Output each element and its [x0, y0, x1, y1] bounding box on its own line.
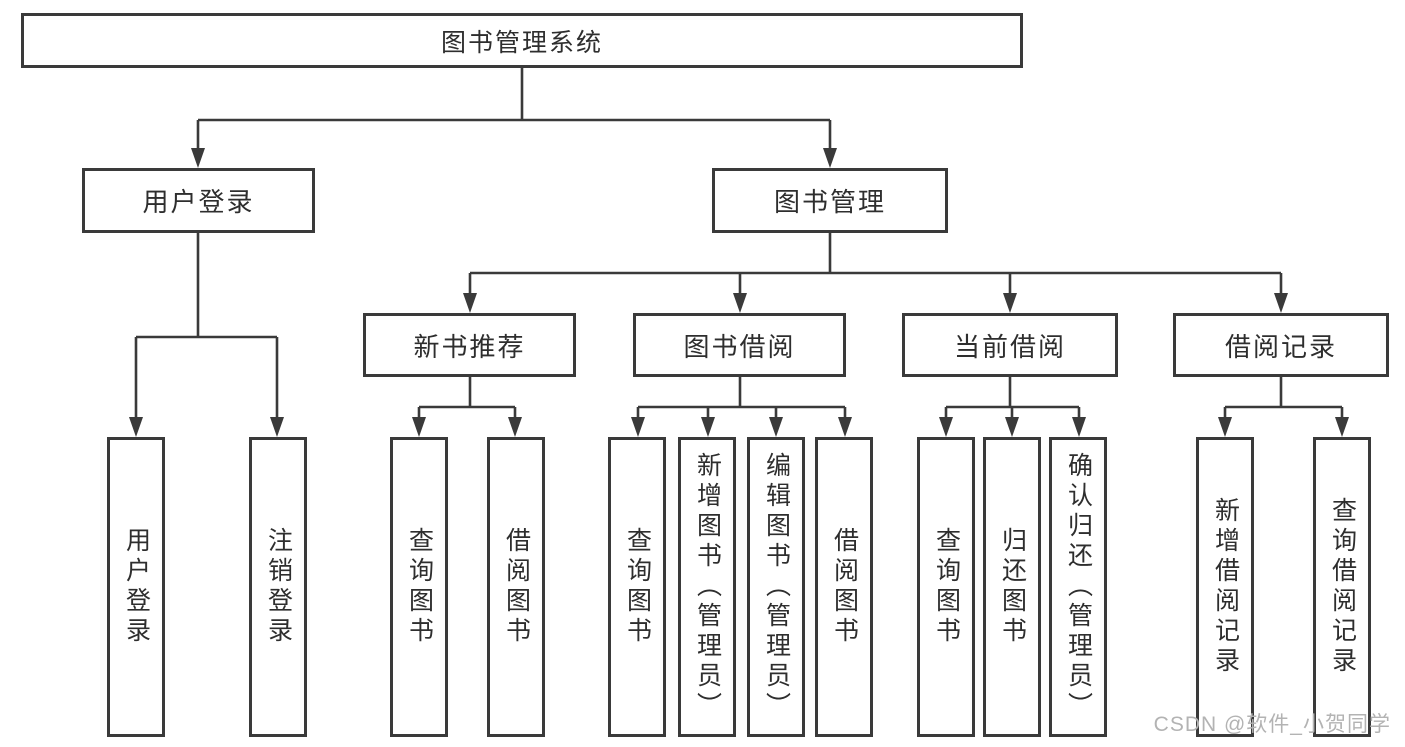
leaf-query-books-current-label: 查询图书	[932, 527, 961, 647]
leaf-borrow-books-label: 借阅图书	[830, 527, 859, 647]
connector-paths	[134, 68, 1344, 421]
leaf-query-books-current: 查询图书	[917, 437, 975, 737]
leaf-confirm-return-admin: 确认归还（管理员）	[1049, 437, 1107, 737]
leaf-logout-login: 注销登录	[249, 437, 307, 737]
leaf-borrow-books-recommend: 借阅图书	[487, 437, 545, 737]
leaf-edit-book-admin-label: 编辑图书（管理员）	[762, 452, 791, 722]
leaf-query-borrow-record: 查询借阅记录	[1313, 437, 1371, 737]
leaf-return-books-label: 归还图书	[998, 527, 1027, 647]
leaf-query-books-borrow: 查询图书	[608, 437, 666, 737]
leaf-logout-login-label: 注销登录	[264, 527, 293, 647]
leaf-user-login-label: 用户登录	[122, 527, 151, 647]
node-root-system: 图书管理系统	[21, 13, 1023, 68]
leaf-add-borrow-record-label: 新增借阅记录	[1211, 497, 1240, 677]
leaf-add-book-admin: 新增图书（管理员）	[678, 437, 736, 737]
node-book-management: 图书管理	[712, 168, 948, 233]
node-book-borrow: 图书借阅	[633, 313, 846, 377]
leaf-query-books-recommend: 查询图书	[390, 437, 448, 737]
leaf-query-books-recommend-label: 查询图书	[405, 527, 434, 647]
leaf-user-login: 用户登录	[107, 437, 165, 737]
node-user-login: 用户登录	[82, 168, 315, 233]
arrowheads	[129, 148, 1349, 437]
leaf-return-books: 归还图书	[983, 437, 1041, 737]
leaf-borrow-books: 借阅图书	[815, 437, 873, 737]
leaf-query-books-borrow-label: 查询图书	[623, 527, 652, 647]
leaf-borrow-books-recommend-label: 借阅图书	[502, 527, 531, 647]
leaf-confirm-return-admin-label: 确认归还（管理员）	[1064, 452, 1093, 722]
leaf-query-borrow-record-label: 查询借阅记录	[1328, 497, 1357, 677]
node-new-book-recommend: 新书推荐	[363, 313, 576, 377]
node-borrow-records: 借阅记录	[1173, 313, 1389, 377]
node-current-borrow: 当前借阅	[902, 313, 1118, 377]
leaf-add-borrow-record: 新增借阅记录	[1196, 437, 1254, 737]
leaf-edit-book-admin: 编辑图书（管理员）	[747, 437, 805, 737]
leaf-add-book-admin-label: 新增图书（管理员）	[693, 452, 722, 722]
